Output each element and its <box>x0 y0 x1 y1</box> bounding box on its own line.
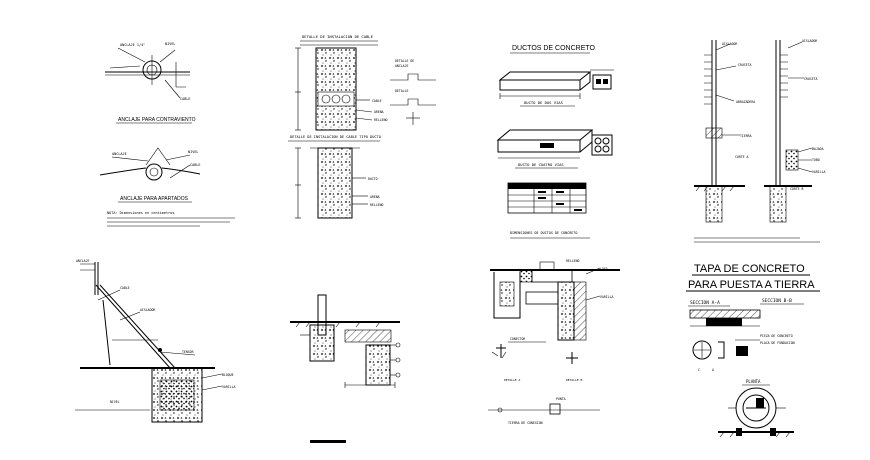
anchor-bottom-title: ANCLAJE PARA APARTADOS <box>120 196 189 202</box>
svg-text:TUBO: TUBO <box>812 158 820 162</box>
detail-concrete-ducts: DUCTOS DE CONCRETO DUCTO DE DOS VIAS DUC… <box>496 45 614 239</box>
svg-text:A: A <box>712 368 714 372</box>
trench-title-top: DETALLE DE INSTALACION DE CABLE <box>302 34 374 39</box>
duct-table-note: DIMENSIONES DE DUCTOS DE CONCRETO <box>510 231 577 235</box>
duct-four-way-caption: DUCTO DE CUATRO VIAS <box>518 162 564 167</box>
scale-bar <box>310 440 346 443</box>
svg-text:PIEZA DE CONCRETO: PIEZA DE CONCRETO <box>760 334 793 338</box>
cover-section-b: SECCION B-B <box>762 298 792 304</box>
cover-plan: PLANTA <box>746 379 761 384</box>
svg-text:NIVEL: NIVEL <box>165 42 176 46</box>
cover-section-a: SECCION A-A <box>690 300 720 306</box>
trench-title-middle: DETALLE DE INSTALACION DE CABLE TIPO DUC… <box>290 135 381 139</box>
svg-text:ANCLAJE: ANCLAJE <box>76 259 90 263</box>
detail-grounding-cover: TAPA DE CONCRETO PARA PUESTA A TIERRA SE… <box>686 263 820 438</box>
svg-text:CABLE: CABLE <box>120 286 130 290</box>
detail-pole-sections: AISLADOR CRUCETA ABRAZADERA TIERRA CORTE… <box>694 39 826 243</box>
svg-text:PLACA DE FUNDACION: PLACA DE FUNDACION <box>760 341 795 345</box>
svg-text:VARILLA: VARILLA <box>222 385 236 389</box>
svg-text:ANCLAJE 1/4": ANCLAJE 1/4" <box>120 43 145 47</box>
svg-text:CONECTOR: CONECTOR <box>510 337 525 341</box>
svg-text:ANCLAJE: ANCLAJE <box>112 152 127 156</box>
svg-text:RELLENO: RELLENO <box>374 118 388 122</box>
svg-text:DETALLE DE: DETALLE DE <box>395 59 414 63</box>
svg-text:ABRAZADERA: ABRAZADERA <box>736 100 755 104</box>
svg-text:TIERRA: TIERRA <box>740 134 752 138</box>
svg-text:PUNTA: PUNTA <box>556 397 566 401</box>
duct-two-way-caption: DUCTO DE DOS VIAS <box>524 100 564 105</box>
svg-text:ARENA: ARENA <box>370 195 380 199</box>
svg-text:DETALLE B: DETALLE B <box>566 378 582 382</box>
svg-text:RELLENO: RELLENO <box>370 203 384 207</box>
cover-title-line1: TAPA DE CONCRETO <box>694 263 805 275</box>
section-left-label: CORTE A <box>735 155 749 159</box>
svg-text:NIVEL: NIVEL <box>110 400 120 404</box>
svg-text:CABLE: CABLE <box>190 163 201 167</box>
svg-text:DUCTO: DUCTO <box>368 177 378 181</box>
svg-text:VARILLA: VARILLA <box>812 170 826 174</box>
detail-guy-wire: ANCLAJE CABLE AISLADOR TENSOR BLOQUE VAR… <box>75 259 236 423</box>
cover-title-line2: PARA PUESTA A TIERRA <box>688 279 815 291</box>
detail-post-foundation <box>290 294 401 388</box>
section-right-label: CORTE B <box>790 187 804 191</box>
svg-text:TENSOR: TENSOR <box>182 350 194 354</box>
svg-text:TIERRA DE CONEXION: TIERRA DE CONEXION <box>508 421 543 425</box>
svg-text:AISLADOR: AISLADOR <box>802 39 817 43</box>
svg-text:RELLENO: RELLENO <box>566 259 580 263</box>
svg-text:ANCLAJE: ANCLAJE <box>395 64 409 68</box>
svg-text:ARENA: ARENA <box>374 110 384 114</box>
detail-cable-trench: DETALLE DE INSTALACION DE CABLE CABLE AR… <box>288 34 436 219</box>
svg-text:C: C <box>698 368 700 372</box>
svg-text:NIVEL: NIVEL <box>188 150 199 154</box>
svg-text:LOSA: LOSA <box>600 267 608 271</box>
svg-text:DETALLE: DETALLE <box>395 89 409 93</box>
svg-text:DETALLE A: DETALLE A <box>504 378 520 382</box>
anchor-top-title: ANCLAJE PARA CONTRAVIENTO <box>118 117 196 123</box>
detail-anchors: ANCLAJE 1/4" NIVEL CABLE ANCLAJE PARA CO… <box>99 42 235 227</box>
duct-dimension-table <box>507 182 587 214</box>
detail-grounding-column: RELLENO LOSA VARILLA CONECTOR DETALLE A … <box>488 259 620 425</box>
svg-text:CRUCETA: CRUCETA <box>738 63 752 67</box>
svg-text:CABLE: CABLE <box>372 99 382 103</box>
svg-text:BLOQUE: BLOQUE <box>222 373 234 377</box>
svg-text:CABLE: CABLE <box>180 97 191 101</box>
ducts-title: DUCTOS DE CONCRETO <box>512 45 596 52</box>
svg-text:CRUCETA: CRUCETA <box>804 77 818 81</box>
svg-text:AISLADOR: AISLADOR <box>140 308 155 312</box>
anchor-note: NOTA: Dimensiones en centimetros <box>107 211 174 215</box>
svg-text:AISLADOR: AISLADOR <box>722 42 737 46</box>
svg-text:BAJADA: BAJADA <box>812 147 824 151</box>
svg-text:VARILLA: VARILLA <box>600 295 614 299</box>
